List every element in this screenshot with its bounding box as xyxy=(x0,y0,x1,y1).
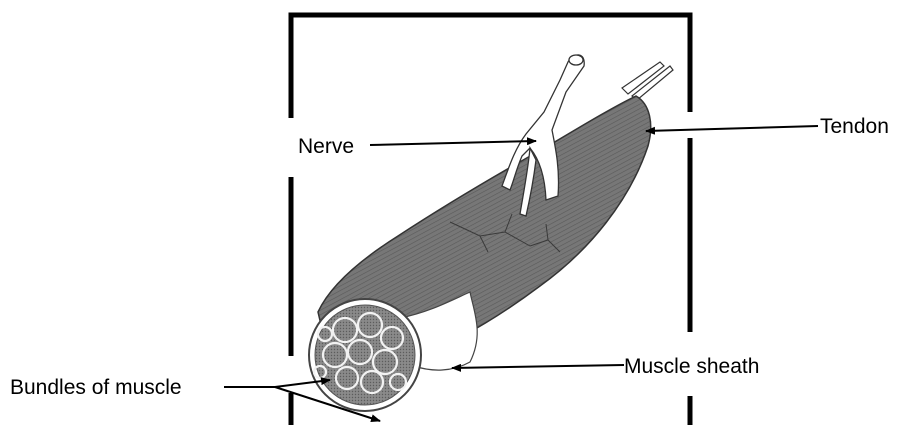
nerve-pointer xyxy=(370,141,536,145)
label-bundles-of-muscle: Bundles of muscle xyxy=(10,377,182,398)
tendon-pointer xyxy=(646,126,818,131)
label-nerve: Nerve xyxy=(298,136,354,157)
label-muscle-sheath: Muscle sheath xyxy=(624,356,759,377)
label-tendon: Tendon xyxy=(820,116,889,137)
bundles-cross-section xyxy=(309,299,421,411)
tendon-strands xyxy=(622,62,673,100)
sheath-pointer xyxy=(452,365,624,368)
